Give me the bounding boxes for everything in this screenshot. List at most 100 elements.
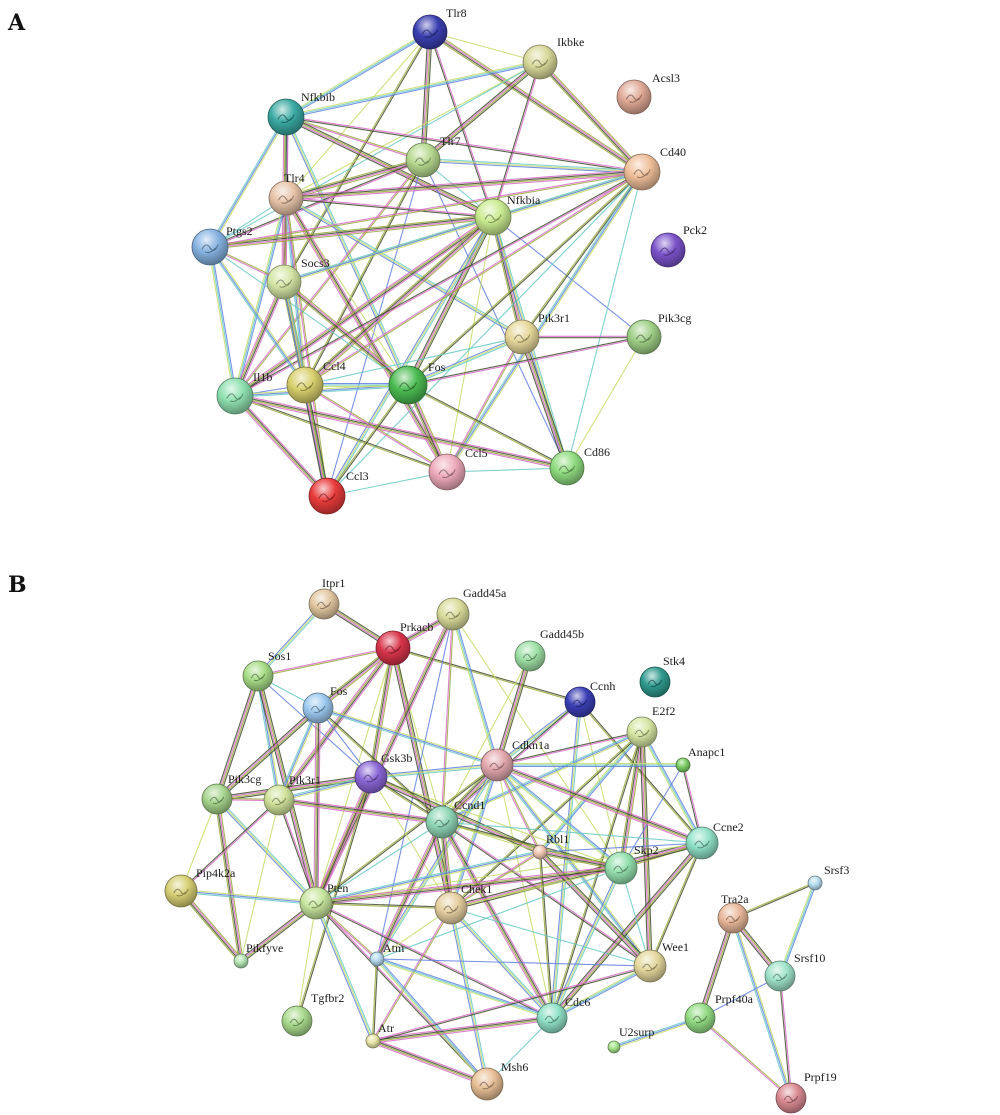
protein-node[interactable]: Wee1	[633, 940, 689, 983]
interaction-edge	[446, 467, 568, 473]
protein-node[interactable]: Gsk3b	[354, 751, 412, 794]
interaction-edge	[283, 196, 450, 474]
protein-node[interactable]: Tra2a	[717, 892, 749, 934]
protein-node-sphere[interactable]	[607, 1040, 621, 1054]
protein-node[interactable]: Gadd45a	[436, 586, 507, 631]
protein-node[interactable]: Tgfbr2	[281, 991, 344, 1037]
protein-node[interactable]: Pten	[299, 881, 348, 920]
protein-node-sphere[interactable]	[233, 953, 249, 969]
protein-node[interactable]: Stk4	[639, 654, 685, 698]
protein-node[interactable]: Ccl4	[286, 359, 346, 404]
interaction-edge	[209, 61, 541, 248]
protein-node[interactable]: Prkacb	[375, 620, 433, 666]
protein-node[interactable]: Ccnd1	[425, 798, 485, 839]
protein-node[interactable]: Tlr8	[412, 6, 467, 50]
protein-node[interactable]: Sos1	[242, 649, 291, 692]
protein-node[interactable]: Cdkn1a	[480, 738, 550, 782]
protein-node[interactable]: Pik3r1	[504, 311, 570, 355]
protein-node[interactable]: Ptgs2	[191, 224, 253, 266]
protein-node[interactable]: Atr	[365, 1021, 394, 1049]
protein-node[interactable]: Anapc1	[675, 745, 725, 773]
protein-node[interactable]: Pik3cg	[201, 772, 261, 815]
interaction-edge	[639, 731, 653, 967]
protein-node[interactable]: Acsl3	[616, 71, 680, 115]
protein-node[interactable]: Fos	[302, 684, 348, 724]
protein-node[interactable]: Pip4k2a	[164, 866, 236, 908]
protein-node[interactable]: Cd86	[549, 445, 610, 486]
protein-node[interactable]: Srsf3	[807, 863, 849, 891]
protein-structure-glyph	[438, 469, 456, 479]
interaction-edge	[209, 246, 409, 386]
protein-node-sphere[interactable]	[365, 1033, 381, 1049]
protein-node[interactable]: Pck2	[650, 223, 707, 268]
protein-node[interactable]: Cd40	[623, 145, 686, 191]
protein-node[interactable]: Il1b	[216, 370, 272, 415]
protein-node[interactable]: Chek1	[434, 882, 492, 925]
protein-node[interactable]: Socs3	[266, 256, 330, 300]
protein-node[interactable]: Prpf19	[775, 1070, 837, 1114]
interaction-edge	[422, 159, 568, 469]
protein-node[interactable]: Fos	[388, 360, 446, 405]
interaction-edge	[257, 646, 394, 678]
protein-node[interactable]: Pik3cg	[626, 311, 691, 355]
interaction-edge	[208, 116, 288, 248]
interaction-edge	[778, 882, 817, 977]
protein-node[interactable]: E2f2	[626, 704, 675, 748]
protein-node[interactable]: Ikbke	[522, 35, 584, 80]
interaction-edge	[648, 842, 704, 967]
protein-node[interactable]: Nfkbia	[474, 193, 541, 236]
interaction-edge	[496, 762, 703, 846]
protein-node[interactable]: Ccl5	[428, 446, 488, 491]
interaction-edge	[278, 797, 443, 825]
interaction-edge	[429, 31, 541, 63]
panel-a-edges	[208, 29, 645, 498]
protein-node[interactable]: U2surp	[607, 1025, 654, 1054]
protein-structure-glyph	[445, 611, 461, 620]
protein-node[interactable]: Tlr7	[405, 134, 461, 178]
protein-node[interactable]: Ccnh	[564, 679, 615, 718]
protein-node-sphere[interactable]	[807, 875, 823, 891]
protein-node-sphere[interactable]	[675, 757, 691, 773]
protein-node-label: Pck2	[683, 223, 707, 237]
interaction-edge	[315, 865, 622, 906]
protein-node-label: Pten	[327, 881, 348, 895]
protein-node[interactable]: Nfkbib	[267, 90, 335, 136]
protein-node[interactable]: Pikfyve	[233, 941, 283, 969]
protein-node[interactable]: Gadd45b	[514, 627, 584, 672]
interaction-edge	[368, 647, 396, 778]
protein-node[interactable]: Atm	[369, 941, 405, 967]
protein-structure-glyph	[479, 1081, 495, 1090]
protein-node[interactable]: Rbl1	[532, 832, 569, 860]
interaction-edge	[326, 471, 448, 497]
protein-structure-glyph	[531, 59, 549, 68]
protein-node[interactable]: Ccl3	[308, 469, 369, 515]
protein-node[interactable]: Cdc6	[536, 995, 590, 1034]
protein-structure-glyph	[522, 653, 538, 662]
protein-node[interactable]: Pik3r1	[263, 773, 321, 816]
protein-node-sphere[interactable]	[532, 844, 548, 860]
protein-structure-glyph	[772, 973, 788, 982]
protein-node[interactable]: Srsf10	[764, 951, 825, 992]
protein-node-sphere[interactable]	[369, 951, 385, 967]
interaction-edge	[233, 197, 288, 397]
protein-node-label: Cdkn1a	[512, 738, 550, 752]
interaction-edge	[257, 675, 372, 778]
protein-node-label: Rbl1	[546, 832, 569, 846]
protein-structure-glyph	[226, 393, 244, 403]
protein-node[interactable]: Ccne2	[685, 820, 744, 860]
protein-structure-glyph	[363, 774, 379, 783]
interaction-edge	[233, 214, 495, 399]
interaction-edge	[234, 170, 643, 398]
protein-node[interactable]: Tlr4	[268, 171, 305, 216]
interaction-edge	[497, 763, 683, 767]
interaction-edge	[440, 613, 455, 823]
interaction-edge	[407, 171, 643, 386]
protein-node[interactable]: Skp2	[604, 843, 659, 885]
protein-node[interactable]: Prpf40a	[684, 992, 754, 1034]
protein-node[interactable]: Itpr1	[308, 576, 345, 620]
protein-node-label: Pikfyve	[246, 941, 283, 955]
interaction-edge	[277, 707, 320, 801]
interaction-edge	[407, 335, 645, 387]
protein-node[interactable]: Msh6	[470, 1060, 528, 1101]
